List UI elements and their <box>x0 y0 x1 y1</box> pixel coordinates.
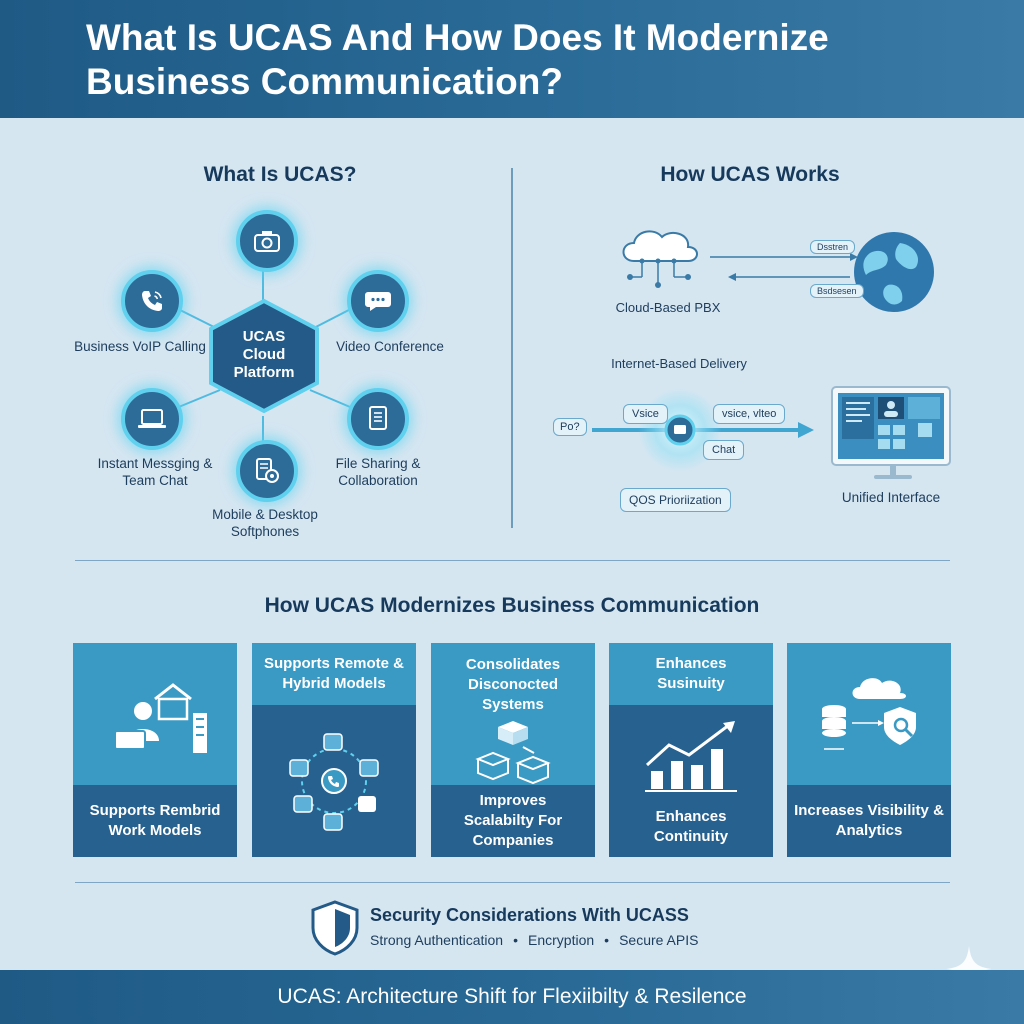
bullet-separator: • <box>513 932 519 948</box>
internet-delivery-label: Internet-Based Delivery <box>611 356 747 371</box>
card-top-panel: Consolidates Disconocted Systems <box>431 643 595 785</box>
ucas-hub-hexagon: UCAS Cloud Platform <box>207 298 321 414</box>
hexagon-shape <box>209 298 319 414</box>
chat-bubble-icon <box>365 292 391 311</box>
monitor-icon <box>831 386 951 479</box>
bullet-separator: • <box>604 932 610 948</box>
softphone-icon <box>256 458 279 483</box>
camera-icon <box>254 231 280 252</box>
header-banner <box>0 0 1024 118</box>
voip-label: Business VoIP Calling <box>74 339 206 354</box>
card-hybrid-work: Supports Rembrid Work Models <box>73 643 237 857</box>
security-title: Security Considerations With UCASS <box>370 905 689 925</box>
softphones-label: Mobile & Desktop Softphones <box>212 507 318 539</box>
cloud-icon <box>622 230 698 262</box>
page-title: What Is UCAS And How Does It Modernize B… <box>86 17 829 102</box>
file-sharing-node <box>347 388 409 450</box>
card-top-panel <box>787 643 951 785</box>
security-item: Secure APIS <box>619 932 699 948</box>
messaging-label: Instant Messging & Team Chat <box>97 456 213 488</box>
source-tag: Po? <box>553 418 587 436</box>
sparkle-icon <box>946 946 992 992</box>
remote-worker-icon <box>114 683 207 753</box>
video-conference-label: Video Conference <box>336 339 444 354</box>
card-top-panel: Enhances Susinuity <box>609 643 773 705</box>
footer-banner: UCAS: Architecture Shift for Flexiibilty… <box>0 970 1024 1024</box>
voip-node <box>121 270 183 332</box>
card-bottom-panel <box>252 705 416 857</box>
card-bottom-panel: Improves Scalabilty For Companies <box>431 785 595 857</box>
document-icon <box>369 406 387 430</box>
card-label: Supports Remote & Hybrid Models <box>263 655 404 692</box>
hub-label: UCAS Cloud Platform <box>233 328 295 381</box>
laptop-icon <box>138 409 166 428</box>
card-top-panel: Supports Remote & Hybrid Models <box>252 643 416 705</box>
card-bottom-panel: Enhances Continuity <box>609 705 773 857</box>
phone-icon <box>142 291 162 311</box>
voice-video-tag: vsice, vlteo <box>713 404 786 424</box>
boxes-icon <box>475 721 551 785</box>
card-remote-hybrid: Supports Remote & Hybrid Models <box>252 643 416 857</box>
delivery-flow-diagram <box>592 388 814 472</box>
dsstren-tag: Dsstren <box>810 240 856 254</box>
section-divider <box>511 168 513 528</box>
mid-separator <box>75 560 950 561</box>
softphones-node <box>236 440 298 502</box>
what-is-ucas-title: What Is UCAS? <box>203 163 357 186</box>
card-label: Increases Visibility & Analytics <box>794 802 944 839</box>
card-label: Consolidates Disconocted Systems <box>465 656 561 713</box>
card-bottom-panel: Increases Visibility & Analytics <box>787 785 951 857</box>
bsdsesen-tag: Bsdsesen <box>810 284 864 298</box>
how-ucas-works-title: How UCAS Works <box>660 163 840 186</box>
qos-label: QOS Prioriization <box>620 488 731 512</box>
unified-interface-label: Unified Interface <box>841 490 941 505</box>
cloud-pbx-label: Cloud-Based PBX <box>615 300 721 315</box>
security-item: Strong Authentication <box>370 932 504 948</box>
card-top-panel <box>73 643 237 785</box>
bottom-separator <box>75 882 950 883</box>
messaging-node <box>121 388 183 450</box>
card-enhances: Enhances Susinuity Enhances Continuity <box>609 643 773 857</box>
card-consolidates: Consolidates Disconocted Systems Improve… <box>431 643 595 857</box>
growth-chart-icon <box>645 721 737 792</box>
card-label: Enhances Continuity <box>653 808 729 845</box>
modernizes-title: How UCAS Modernizes Business Communicati… <box>264 594 760 617</box>
card-label: Improves Scalabilty For Companies <box>463 792 563 849</box>
security-items: Strong Authentication • Encryption • Sec… <box>370 932 698 948</box>
analytics-icon <box>822 678 916 750</box>
file-sharing-label: File Sharing & Collaboration <box>335 456 421 488</box>
shield-icon <box>311 900 359 956</box>
card-label: Enhances Susinuity <box>655 655 727 692</box>
camera-node <box>236 210 298 272</box>
voice-tag: Vsice <box>623 404 668 424</box>
video-conference-node <box>347 270 409 332</box>
footer-text: UCAS: Architecture Shift for Flexiibilty… <box>277 985 747 1008</box>
connected-devices-icon <box>289 733 379 831</box>
chat-tag: Chat <box>703 440 745 460</box>
card-label: Supports Rembrid Work Models <box>89 802 221 839</box>
security-item: Encryption <box>528 932 595 948</box>
card-visibility: Increases Visibility & Analytics <box>787 643 951 857</box>
card-bottom-panel: Supports Rembrid Work Models <box>73 785 237 857</box>
cloud-pbx-diagram <box>622 230 934 312</box>
